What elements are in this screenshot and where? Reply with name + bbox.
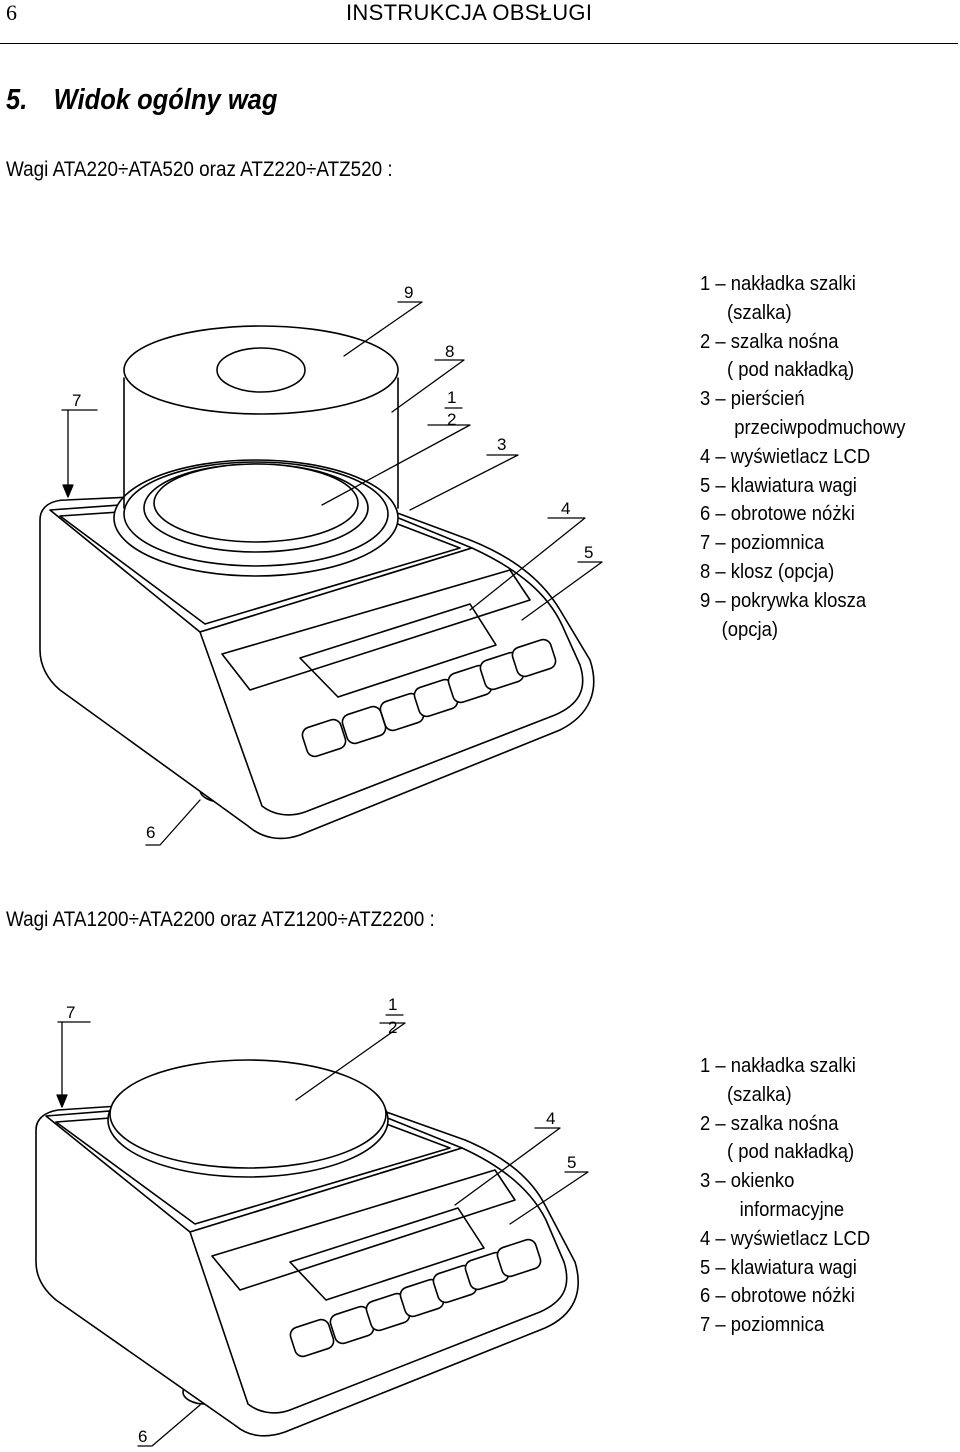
lcd-window (299, 603, 497, 698)
legend1-item-5: 5 – klawiatura wagi (700, 473, 857, 497)
legend1-item-9-cont: (opcja) (721, 617, 779, 641)
section-number: 5. (6, 84, 28, 116)
callout-2-b: 2 (388, 1018, 397, 1037)
header-rule (0, 43, 958, 44)
legend2-item-3-cont: informacyjne (739, 1197, 845, 1221)
pan-2 (107, 1059, 389, 1178)
legend2-item-5: 5 – klawiatura wagi (700, 1255, 857, 1279)
legend1-item-2: 2 – szalka nośna (700, 329, 839, 353)
figure2-legend: 1 – nakładka szalki (szalka) 2 – szalka … (700, 1052, 870, 1340)
callout-1: 1 (447, 388, 456, 407)
legend1-item-1: 1 – nakładka szalki (700, 272, 856, 295)
callout-5: 5 (584, 543, 593, 562)
figure1-legend: 1 – nakładka szalki (szalka) 2 – szalka … (700, 270, 905, 644)
legend2-item-2: 2 – szalka nośna (700, 1111, 839, 1135)
figure1-caption: Wagi ATA220÷ATA520 oraz ATZ220÷ATZ520 : (6, 158, 393, 181)
leader-lines-2 (56, 1021, 589, 1447)
keys (301, 638, 557, 758)
legend1-item-6: 6 – obrotowe nóżki (700, 502, 855, 526)
front-panel (199, 547, 584, 816)
callout-7-b: 7 (66, 1003, 75, 1022)
section-title: Widok ogólny wag (53, 84, 278, 116)
callout-3: 3 (497, 435, 506, 454)
document-title: INSTRUKCJA OBSŁUGI (346, 0, 593, 25)
display-panel (221, 569, 531, 691)
display-panel-2 (211, 1169, 516, 1291)
glass-cover (123, 325, 399, 509)
callout-6: 6 (146, 823, 155, 842)
callout-9: 9 (404, 283, 413, 302)
legend2-item-4: 4 – wyświetlacz LCD (700, 1226, 871, 1250)
legend1-item-8: 8 – klosz (opcja) (700, 559, 835, 583)
callout-4-b: 4 (546, 1109, 555, 1128)
callout-2: 2 (447, 410, 456, 429)
figure1-balance-drawing: 9 8 7 1 2 3 4 5 6 (39, 283, 603, 846)
legend1-item-1-cont: (szalka) (727, 300, 792, 324)
legend2-item-6: 6 – obrotowe nóżki (700, 1284, 855, 1308)
callout-5-b: 5 (567, 1153, 576, 1172)
callout-1-b: 1 (388, 995, 397, 1014)
legend1-item-4: 4 – wyświetlacz LCD (700, 444, 871, 468)
legend2-item-3: 3 – okienko (700, 1169, 795, 1193)
callout-8: 8 (445, 342, 454, 361)
legend1-item-9: 9 – pokrywka klosza (700, 588, 867, 612)
legend1-item-2-cont: ( pod nakładką) (727, 358, 855, 382)
page-header: 6 INSTRUKCJA OBSŁUGI (0, 0, 960, 46)
legend1-item-7: 7 – poziomnica (700, 531, 825, 555)
page-number: 6 (6, 0, 17, 25)
legend1-item-3-cont: przeciwpodmuchowy (734, 415, 906, 439)
callout-4: 4 (561, 499, 570, 518)
legend2-item-1-cont: (szalka) (727, 1082, 792, 1106)
callout-7: 7 (72, 391, 81, 410)
draft-ring (113, 459, 399, 577)
legend2-item-7: 7 – poziomnica (700, 1313, 825, 1337)
figure2-caption: Wagi ATA1200÷ATA2200 oraz ATZ1200÷ATZ220… (6, 908, 435, 931)
section-heading: 5. Widok ogólny wag (6, 84, 277, 117)
legend1-item-3: 3 – pierścień (700, 387, 805, 411)
legend2-item-2-cont: ( pod nakładką) (727, 1140, 855, 1164)
keys-2 (289, 1238, 542, 1358)
lcd-window-2 (289, 1207, 485, 1301)
leader-lines (61, 301, 603, 846)
legend2-item-1: 1 – nakładka szalki (700, 1054, 856, 1077)
callout-6-b: 6 (138, 1427, 147, 1446)
